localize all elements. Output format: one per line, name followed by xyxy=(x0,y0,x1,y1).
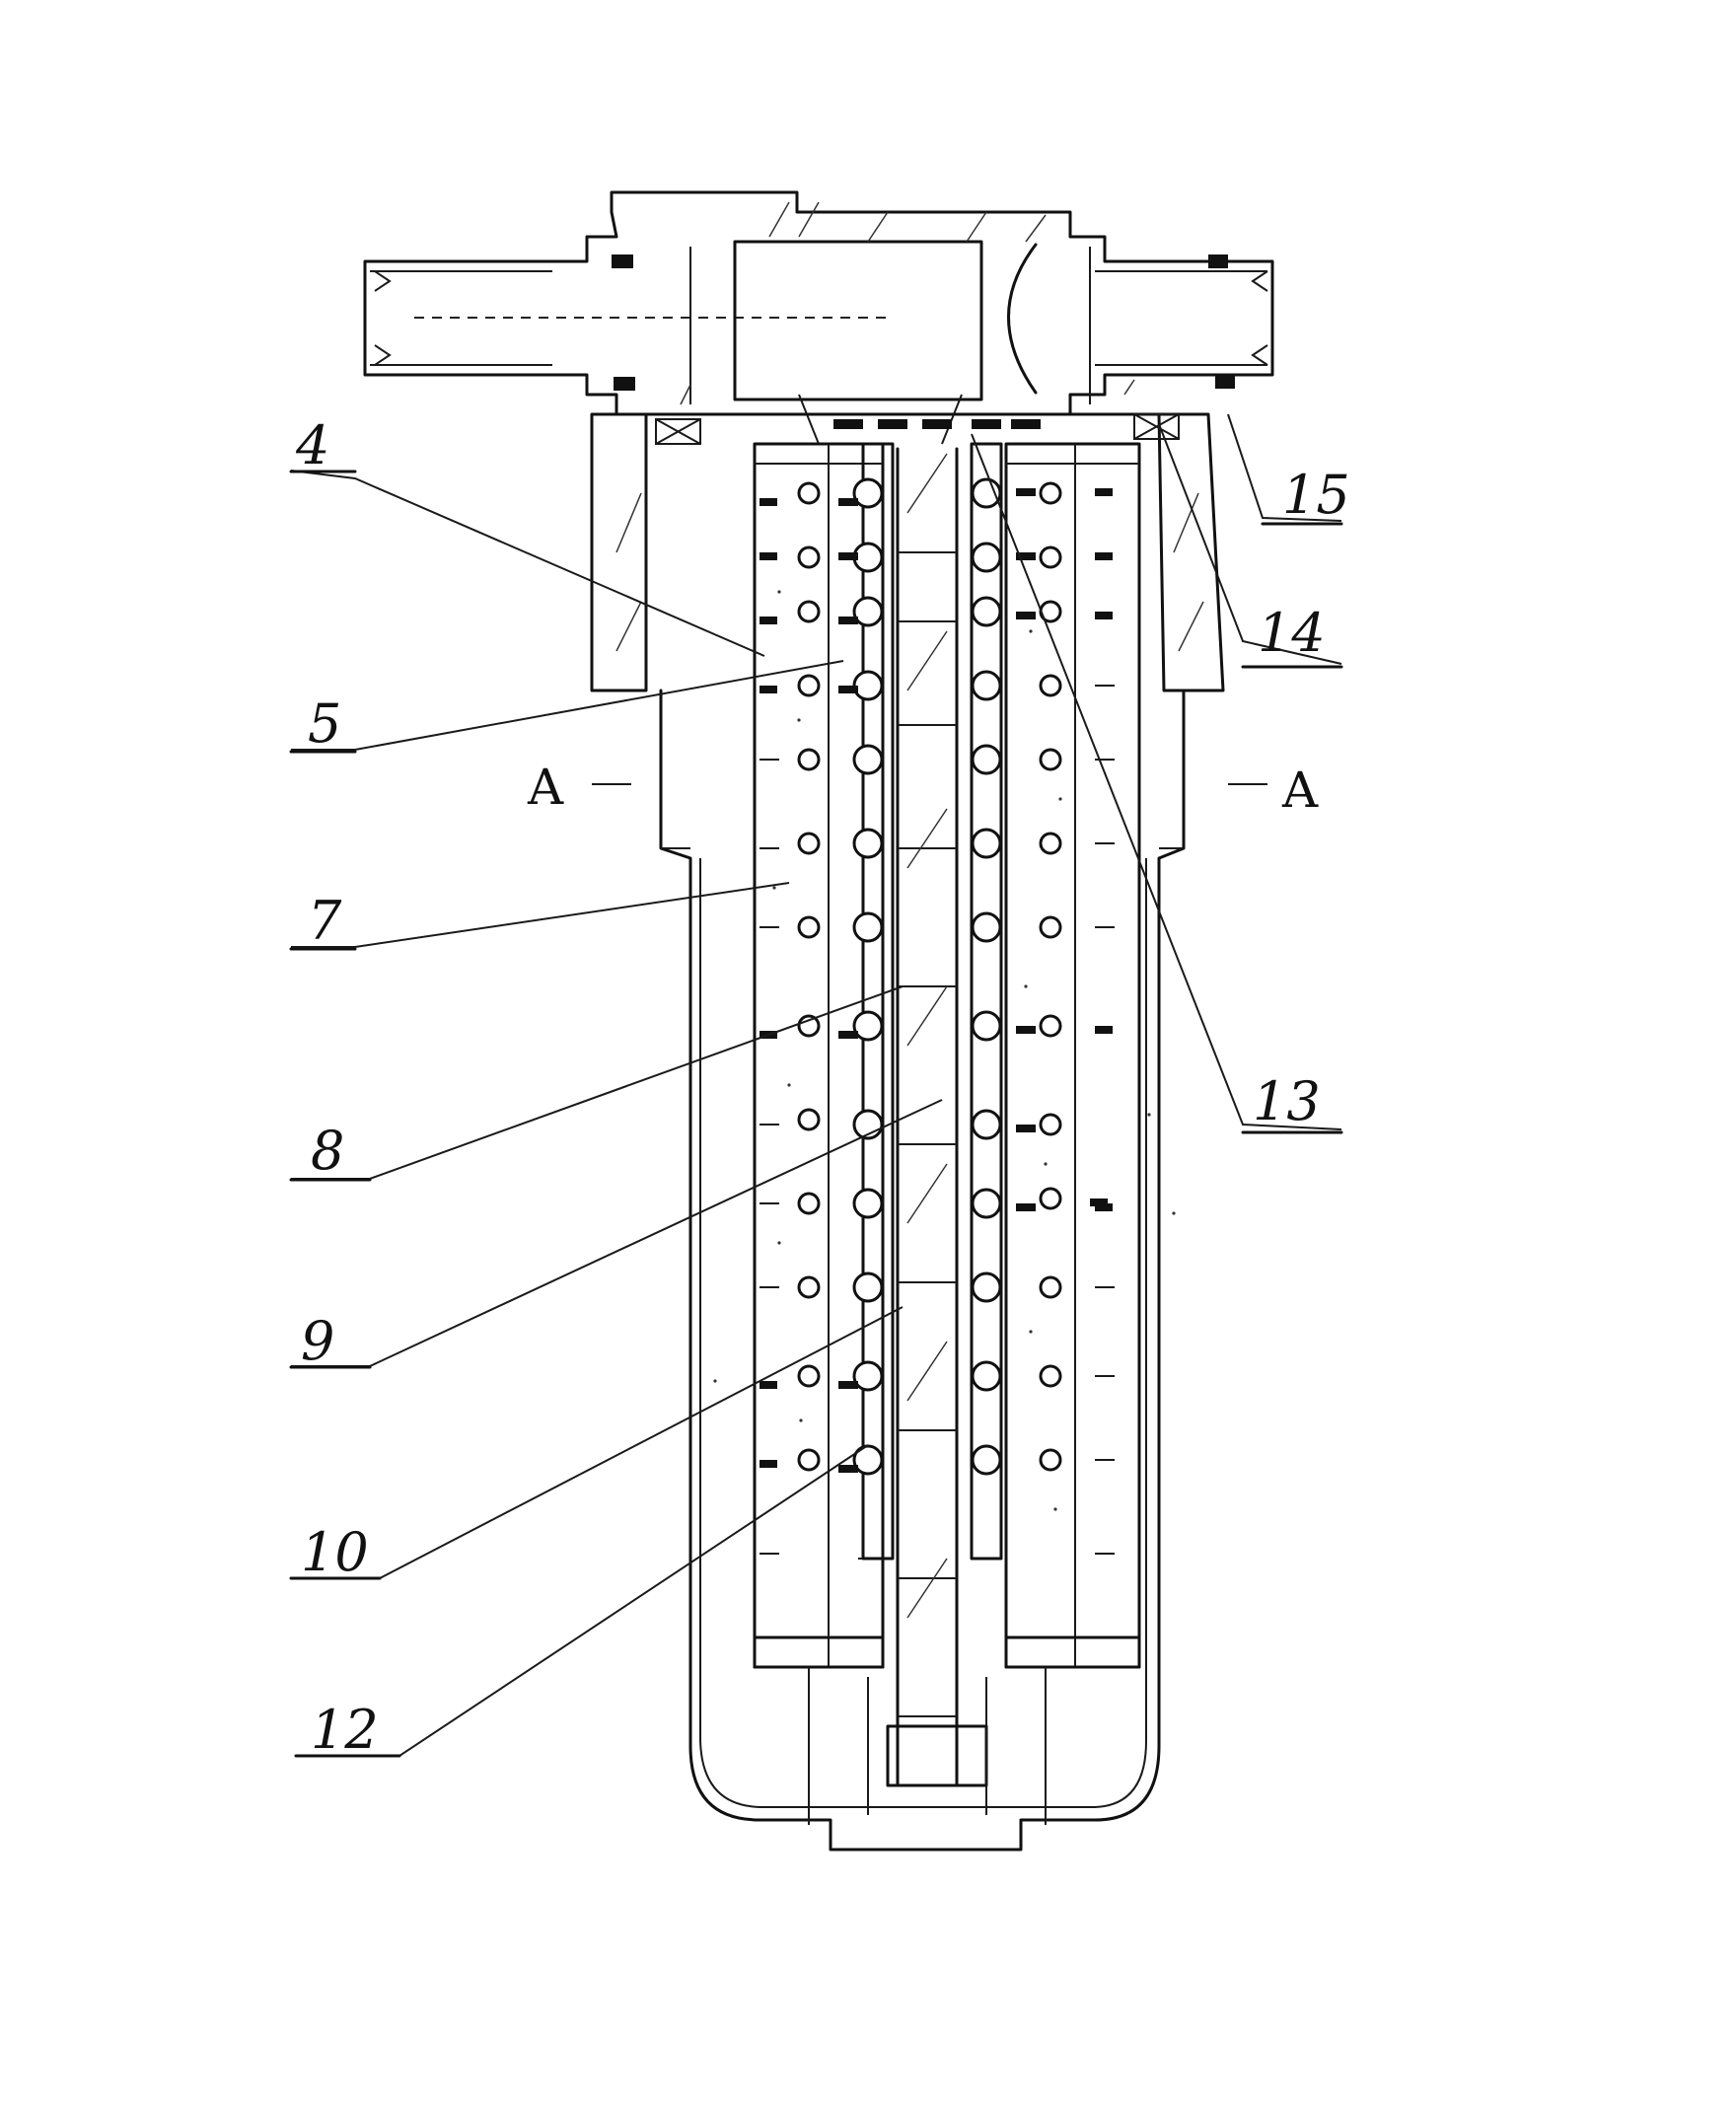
label-10: 10 xyxy=(301,1521,369,1583)
seal-strip xyxy=(833,419,1041,429)
leader-12 xyxy=(296,1444,869,1757)
outer-housing xyxy=(590,412,1267,1852)
inner-cartridge xyxy=(713,442,1176,1825)
section-label-left: A xyxy=(527,759,564,816)
label-8: 8 xyxy=(311,1120,344,1182)
section-label-right: A xyxy=(1281,762,1319,819)
leader-15 xyxy=(1227,413,1342,522)
label-9: 9 xyxy=(301,1310,334,1372)
label-underlines xyxy=(289,470,1343,1758)
leader-7 xyxy=(291,882,790,948)
label-13: 13 xyxy=(1253,1070,1321,1132)
label-4: 4 xyxy=(295,414,329,476)
corner-seals xyxy=(655,413,1180,445)
leader-13 xyxy=(971,433,1342,1130)
leader-4 xyxy=(290,470,765,657)
central-chamber xyxy=(689,240,1091,445)
left-column-ports xyxy=(760,477,884,1555)
label-12: 12 xyxy=(311,1699,379,1761)
part-labels: 4 5 7 8 9 10 12 13 14 15 A A xyxy=(295,414,1350,1761)
leader-9 xyxy=(291,1099,943,1367)
label-15: 15 xyxy=(1282,464,1350,526)
label-14: 14 xyxy=(1258,602,1326,664)
left-hose-barb xyxy=(370,270,888,366)
leader-14 xyxy=(1158,423,1342,665)
label-7: 7 xyxy=(308,890,342,952)
right-column xyxy=(1004,442,1141,1669)
label-5: 5 xyxy=(308,692,341,755)
left-column xyxy=(753,442,885,1669)
top-head xyxy=(363,190,1274,445)
right-hose-barb xyxy=(1095,270,1268,366)
stipple xyxy=(713,590,1176,1511)
leader-5 xyxy=(291,660,844,751)
leader-10 xyxy=(291,1306,904,1579)
head-hatching xyxy=(680,201,1135,405)
central-tube xyxy=(808,442,1047,1825)
right-column-ports xyxy=(971,477,1115,1555)
